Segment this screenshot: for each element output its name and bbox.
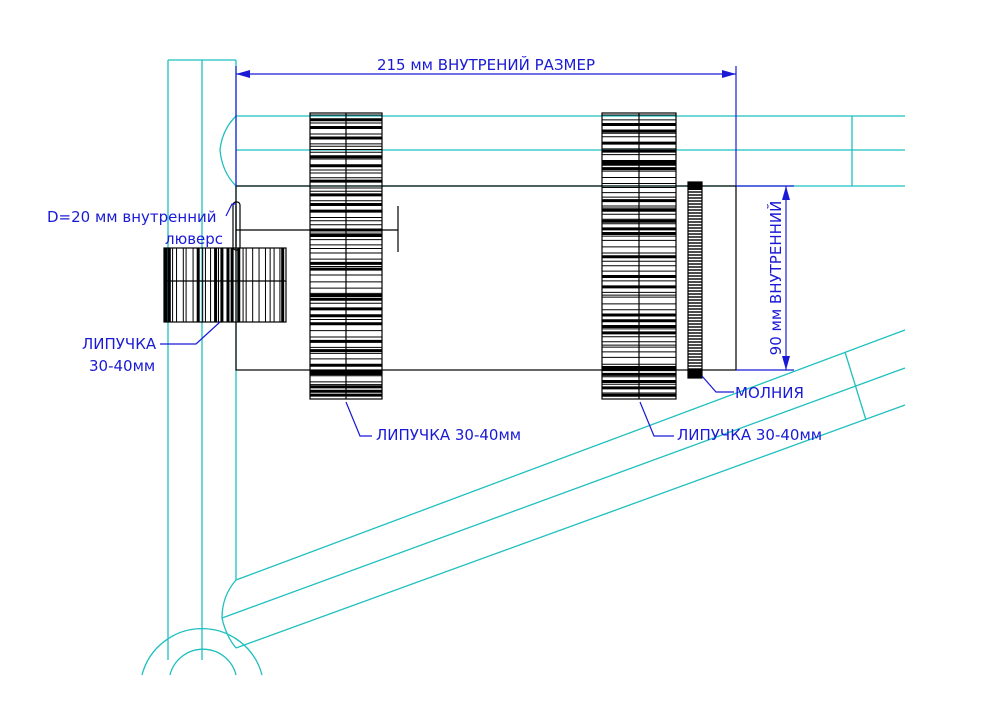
grommet-label-line2: люверс (165, 230, 223, 248)
grommet (232, 201, 241, 251)
bike-frame (141, 59, 906, 676)
dimension-height (736, 185, 794, 371)
velcro-left-label-line2: 30-40мм (89, 357, 155, 375)
leaders (160, 203, 734, 437)
zipper-label: МОЛНИЯ (735, 384, 804, 402)
grommet-label-line1: D=20 мм внутренний (47, 208, 217, 226)
velcro-left-label-line1: ЛИПУЧКА (82, 335, 157, 353)
dimension-height-label: 90 мм ВНУТРЕННИЙ (766, 201, 785, 356)
velcro-middle-strap (309, 112, 383, 400)
zipper (687, 181, 703, 379)
dimension-width (235, 66, 737, 186)
velcro-right-label: ЛИПУЧКА 30-40мм (677, 426, 822, 444)
velcro-right-strap (601, 112, 677, 400)
velcro-middle-label: ЛИПУЧКА 30-40мм (376, 426, 521, 444)
velcro-left-strap (163, 247, 287, 323)
dimension-width-label: 215 мм ВНУТРЕНИЙ РАЗМЕР (377, 55, 595, 74)
